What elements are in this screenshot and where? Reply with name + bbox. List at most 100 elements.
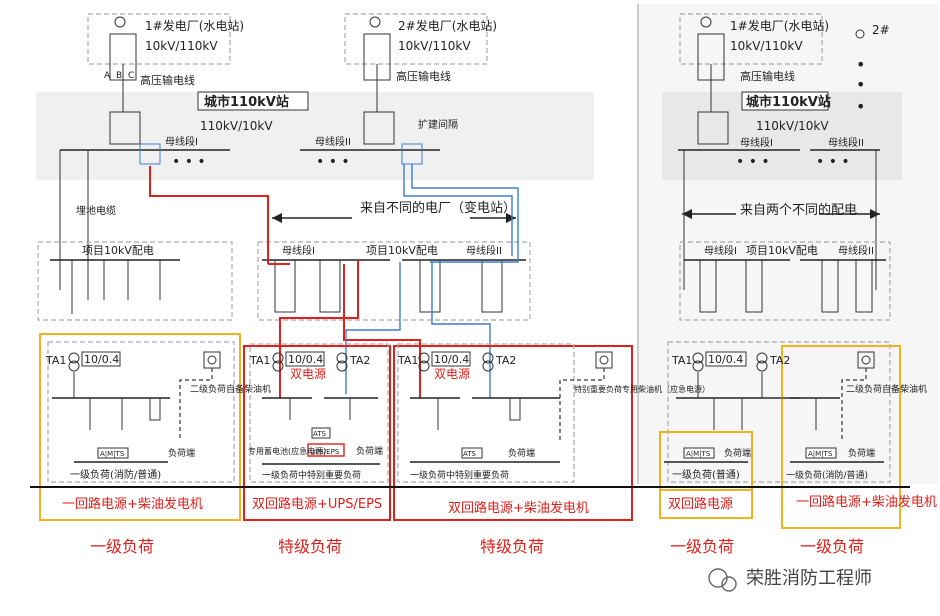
project-dist-center: 母线段I 项目10kV配电 母线段II xyxy=(257,241,531,321)
phase-a-label: A xyxy=(104,71,111,81)
project-dist-left: 项目10kV配电 xyxy=(37,241,233,321)
right-substation-busbar-2: 母线段II xyxy=(828,136,864,149)
unit-1-load: 一级负荷(消防/普通) xyxy=(70,468,161,481)
expansion-bay-label: 扩建间隔 xyxy=(418,118,458,131)
unit-1-generator-label: 二级负荷自备柴油机 xyxy=(190,383,271,395)
svg-text:•: • xyxy=(856,97,865,116)
right-panel-bg xyxy=(638,4,938,484)
unit-1-ta1: TA1 xyxy=(45,354,66,367)
unit-5-load-end: 负荷端 xyxy=(848,447,875,459)
substation-busbar-1: 母线段I xyxy=(165,135,198,148)
watermark: 荣胜消防工程师 xyxy=(708,568,872,592)
unit-4-load-end: 负荷端 xyxy=(724,447,751,459)
svg-text:•: • xyxy=(856,75,865,94)
unit-1-transformer: 10/0.4 xyxy=(84,353,119,366)
unit-3-generator-label: 特别重要负荷专用柴油机（应急电源） xyxy=(574,384,710,394)
unit-2-load-end: 负荷端 xyxy=(356,445,383,457)
right-sources-note-text: 来自两个不同的配电 xyxy=(740,202,857,218)
unit-2-dual-source: 双电源 xyxy=(290,367,326,381)
unit-5-generator-label: 二级负荷自备柴油机 xyxy=(846,383,927,395)
right-substation-voltage: 110kV/10kV xyxy=(756,119,829,133)
sources-note-text: 来自不同的电厂（变电站） xyxy=(360,200,516,216)
sources-note: 来自不同的电厂（变电站） xyxy=(272,196,516,230)
right-project-dist: 母线段I 项目10kV配电 母线段II xyxy=(679,241,891,321)
substation-bg xyxy=(36,92,594,180)
substation-busbar-2: 母线段II xyxy=(315,135,351,148)
plant-1-title: 1#发电厂(水电站) xyxy=(145,18,244,33)
unit-1-caption: 一回路电源+柴油发电机 xyxy=(62,496,203,512)
blue-feeder-3 xyxy=(345,262,401,394)
red-feeder-1 xyxy=(149,166,269,264)
category-label-4: 一级负荷 xyxy=(670,537,734,556)
substation-voltage: 110kV/10kV xyxy=(200,119,273,133)
right-plant-2: 2# • • • xyxy=(855,23,890,116)
unit-3-transformer: 10/0.4 xyxy=(434,353,469,366)
right-hv-line-label: 高压输电线 xyxy=(740,69,795,83)
unit-2-transformer: 10/0.4 xyxy=(288,353,323,366)
plant-2-title: 2#发电厂(水电站) xyxy=(398,18,497,33)
right-plant-1-title: 1#发电厂(水电站) xyxy=(730,18,829,33)
unit-3-load-end: 负荷端 xyxy=(508,447,535,459)
unit-2-caption: 双回路电源+UPS/EPS xyxy=(252,496,382,512)
unit-1: TA1 10/0.4 二级负荷自备柴油机 A|M|TS 负荷端 一级负荷(消防/… xyxy=(39,333,271,521)
plant-2-voltage: 10kV/110kV xyxy=(398,39,471,53)
unit-2: TA1 10/0.4 TA2 双电源 ATS UPS/EPS 专用蓄电池(应急电… xyxy=(243,343,391,521)
blue-feeder-1 xyxy=(411,164,519,263)
unit-3-ta2: TA2 xyxy=(495,354,516,367)
watermark-text: 荣胜消防工程师 xyxy=(746,568,872,589)
phase-b-label: B xyxy=(116,71,122,81)
right-sources-note: 来自两个不同的配电 xyxy=(682,150,880,290)
project-dist-center-title: 项目10kV配电 xyxy=(366,244,438,257)
category-label-2: 特级负荷 xyxy=(278,537,342,556)
unit-2-battery: 专用蓄电池(应急电源) xyxy=(248,446,326,456)
svg-text:• • •: • • • xyxy=(736,154,770,170)
plant-2: 2#发电厂(水电站) 10kV/110kV xyxy=(344,13,497,81)
unit-5: TA2 二级负荷自备柴油机 A|M|TS 负荷端 一级负荷(消防/普通) 一回路… xyxy=(756,345,937,529)
phase-c-label: C xyxy=(128,71,134,81)
right-substation: 城市110kV站 110kV/10kV 母线段I 母线段II • • • • •… xyxy=(678,64,880,170)
unit-3-load: 一级负荷中特别重要负荷 xyxy=(410,469,509,481)
unit-4-transformer: 10/0.4 xyxy=(708,353,743,366)
unit-2-ups: UPS/EPS xyxy=(310,448,340,456)
plant-1-voltage: 10kV/110kV xyxy=(145,39,218,53)
unit-2-ta2: TA2 xyxy=(349,354,370,367)
right-substation-busbar-1: 母线段I xyxy=(740,136,773,149)
hv-line-1-label: 高压输电线 xyxy=(140,73,195,87)
unit-3: TA1 10/0.4 TA2 双电源 特别重要负荷专用柴油机（应急电源） ATS… xyxy=(393,343,710,521)
category-label-5: 一级负荷 xyxy=(800,537,864,556)
unit-4-load: 一级负荷(普通) xyxy=(672,468,740,481)
unit-3-ats: ATS xyxy=(463,450,477,458)
right-plant-2-label: 2# xyxy=(872,23,890,37)
red-feeder-4 xyxy=(343,264,421,398)
unit-4-ats: A|M|TS xyxy=(686,450,711,458)
project-dist-bus-2: 母线段II xyxy=(466,244,502,257)
plant-1: 1#发电厂(水电站) 10kV/110kV xyxy=(87,13,244,81)
unit-3-caption: 双回路电源+柴油发电机 xyxy=(448,500,589,516)
category-label-3: 特级负荷 xyxy=(480,537,544,556)
svg-text:• • •: • • • xyxy=(316,154,350,170)
blue-feeder-2 xyxy=(403,164,513,256)
unit-2-ta1: TA1 xyxy=(249,354,270,367)
red-feeder-3 xyxy=(279,260,359,398)
right-project-dist-bus-1: 母线段I xyxy=(704,244,737,257)
unit-5-ats: A|M|TS xyxy=(808,450,833,458)
svg-text:• • •: • • • xyxy=(816,154,850,170)
category-label-1: 一级负荷 xyxy=(90,537,154,556)
right-project-dist-bus-2: 母线段II xyxy=(838,244,874,257)
unit-2-ats: ATS xyxy=(313,430,327,438)
unit-4-caption: 双回路电源 xyxy=(668,496,733,512)
right-plant-1-voltage: 10kV/110kV xyxy=(730,39,803,53)
project-dist-bus-1: 母线段I xyxy=(282,244,315,257)
unit-1-load-end: 负荷端 xyxy=(168,447,195,459)
unit-4-ta1: TA1 xyxy=(671,354,692,367)
unit-1-ats: A|M|TS xyxy=(100,450,125,458)
hv-line-2-label: 高压输电线 xyxy=(396,69,451,83)
svg-text:•: • xyxy=(856,55,865,74)
unit-5-ta2: TA2 xyxy=(769,354,790,367)
unit-5-load: 一级负荷(消防/普通) xyxy=(786,469,868,481)
svg-text:• • •: • • • xyxy=(172,154,206,170)
right-project-dist-title: 项目10kV配电 xyxy=(746,244,818,257)
substation-title: 城市110kV站 xyxy=(204,94,289,110)
buried-cable-label: 埋地电缆 xyxy=(76,204,116,217)
